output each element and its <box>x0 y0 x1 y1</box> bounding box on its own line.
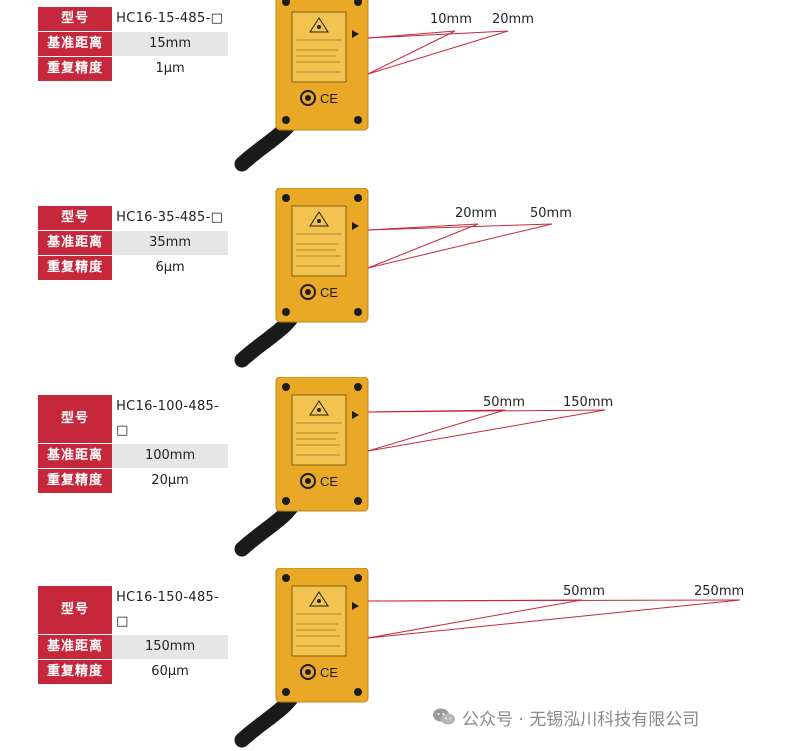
wechat-icon <box>433 708 455 725</box>
precision-value: 60μm <box>112 659 228 684</box>
precision-value: 20μm <box>112 468 228 493</box>
model-label: 型号 <box>38 395 113 444</box>
distance-label: 基准距离 <box>38 634 113 660</box>
svg-text:CE: CE <box>320 91 338 106</box>
distance-value: 150mm <box>112 634 228 660</box>
range-near-label: 50mm <box>563 584 605 599</box>
distance-value: 100mm <box>112 443 228 469</box>
svg-text:CE: CE <box>320 474 338 489</box>
watermark-text: 公众号 · 无锡泓川科技有限公司 <box>462 709 700 730</box>
precision-label: 重复精度 <box>38 468 113 493</box>
range-far-label: 150mm <box>563 395 614 410</box>
model-label: 型号 <box>38 586 113 635</box>
range-near-label: 10mm <box>430 12 472 27</box>
precision-value: 1μm <box>112 56 228 81</box>
range-near-label: 50mm <box>483 395 525 410</box>
precision-label: 重复精度 <box>38 659 113 684</box>
wechat-watermark: 公众号 · 无锡泓川科技有限公司 <box>432 704 699 730</box>
model-value: HC16-100-485-□ <box>112 395 228 444</box>
model-value: HC16-150-485-□ <box>112 586 228 635</box>
sensor-image: CE <box>234 377 369 557</box>
laser-beam-lines <box>367 30 509 75</box>
range-far-label: 20mm <box>492 12 534 27</box>
range-far-label: 250mm <box>694 584 745 599</box>
svg-text:CE: CE <box>320 285 338 300</box>
range-near-label: 20mm <box>455 206 497 221</box>
range-far-label: 50mm <box>530 206 572 221</box>
distance-label: 基准距离 <box>38 31 113 57</box>
model-label: 型号 <box>38 7 113 32</box>
laser-beam-lines <box>367 409 606 452</box>
laser-beam-lines <box>367 223 553 269</box>
model-label: 型号 <box>38 206 113 231</box>
distance-value: 15mm <box>112 31 228 57</box>
distance-value: 35mm <box>112 230 228 256</box>
sensor-image: CE <box>234 188 369 368</box>
distance-label: 基准距离 <box>38 443 113 469</box>
precision-value: 6μm <box>112 255 228 280</box>
sensor-image: CE <box>234 568 369 748</box>
precision-label: 重复精度 <box>38 255 113 280</box>
laser-beam-lines <box>367 599 741 639</box>
model-value: HC16-35-485-□ <box>112 206 228 231</box>
svg-text:CE: CE <box>320 665 338 680</box>
model-value: HC16-15-485-□ <box>112 7 228 32</box>
sensor-image: CE <box>234 0 369 172</box>
distance-label: 基准距离 <box>38 230 113 256</box>
precision-label: 重复精度 <box>38 56 113 81</box>
